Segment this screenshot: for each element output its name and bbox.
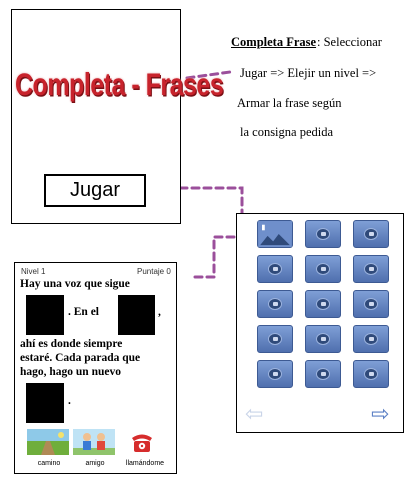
story-line-2-end: , <box>158 306 161 318</box>
app-logo: Completa - Frases <box>15 67 224 103</box>
road-picture-icon <box>27 429 69 455</box>
lock-icon <box>316 333 330 345</box>
level-tile-2[interactable] <box>305 220 341 248</box>
option-label: llamándome <box>125 460 165 467</box>
description-line-2: Jugar => Elejir un nivel => <box>240 66 377 80</box>
level-preview-icon <box>258 221 292 247</box>
game-screen-mockup: Nivel 1 Puntaje 0 Hay una voz que sigue … <box>14 262 177 474</box>
play-button[interactable]: Jugar <box>44 174 146 207</box>
lock-icon <box>316 368 330 380</box>
description-line-1: : Seleccionar <box>317 35 382 49</box>
level-tile-1[interactable] <box>257 220 293 248</box>
level-select-screen: ⇦ ⇨ <box>236 213 404 433</box>
level-tile-14[interactable] <box>305 360 341 388</box>
level-tile-10[interactable] <box>257 325 293 353</box>
prev-page-arrow[interactable]: ⇦ <box>245 402 264 427</box>
title-screen-mockup: Completa - Frases Jugar <box>11 9 224 224</box>
connector-title-to-description <box>185 70 232 80</box>
telephone-picture-icon <box>121 429 163 455</box>
level-tile-11[interactable] <box>305 325 341 353</box>
lock-icon <box>268 298 282 310</box>
lock-icon <box>364 368 378 380</box>
story-line-3: ahí es donde siempre <box>20 338 123 350</box>
lock-icon <box>268 368 282 380</box>
lock-icon <box>316 228 330 240</box>
option-label: camino <box>37 460 61 467</box>
level-tile-6[interactable] <box>353 255 389 283</box>
score-label: Puntaje 0 <box>137 267 171 276</box>
option-camino[interactable]: camino <box>27 429 71 467</box>
description-line-4: la consigna pedida <box>240 125 334 139</box>
answer-slot-3[interactable] <box>26 383 64 423</box>
story-line-6-end: . <box>68 395 71 407</box>
description-line-3: Armar la frase según <box>237 96 342 110</box>
story-line-2-middle: . En el <box>68 306 99 318</box>
level-tile-12[interactable] <box>353 325 389 353</box>
level-tile-7[interactable] <box>257 290 293 318</box>
level-tile-5[interactable] <box>305 255 341 283</box>
lock-icon <box>316 298 330 310</box>
level-tile-9[interactable] <box>353 290 389 318</box>
story-line-1: Hay una voz que sigue <box>20 278 130 290</box>
lock-icon <box>268 263 282 275</box>
option-llamandome[interactable]: llamándome <box>121 429 169 467</box>
option-label: amigo <box>85 460 105 467</box>
story-line-4: estaré. Cada parada que <box>20 352 141 364</box>
option-amigo[interactable]: amigo <box>73 429 117 467</box>
level-tile-8[interactable] <box>305 290 341 318</box>
level-tile-13[interactable] <box>257 360 293 388</box>
story-line-5: hago, hago un nuevo <box>20 366 121 378</box>
level-grid <box>257 220 389 390</box>
description-title: Completa Frase <box>231 35 317 49</box>
level-tile-15[interactable] <box>353 360 389 388</box>
lock-icon <box>316 263 330 275</box>
lock-icon <box>268 333 282 345</box>
next-page-arrow[interactable]: ⇨ <box>371 402 390 427</box>
level-tile-4[interactable] <box>257 255 293 283</box>
lock-icon <box>364 298 378 310</box>
answer-slot-1[interactable] <box>26 295 64 335</box>
lock-icon <box>364 263 378 275</box>
level-tile-3[interactable] <box>353 220 389 248</box>
level-label: Nivel 1 <box>21 267 46 276</box>
lock-icon <box>364 333 378 345</box>
lock-icon <box>364 228 378 240</box>
connector-levels-to-game <box>193 235 240 279</box>
answer-slot-2[interactable] <box>118 295 155 335</box>
friends-picture-icon <box>73 429 115 455</box>
